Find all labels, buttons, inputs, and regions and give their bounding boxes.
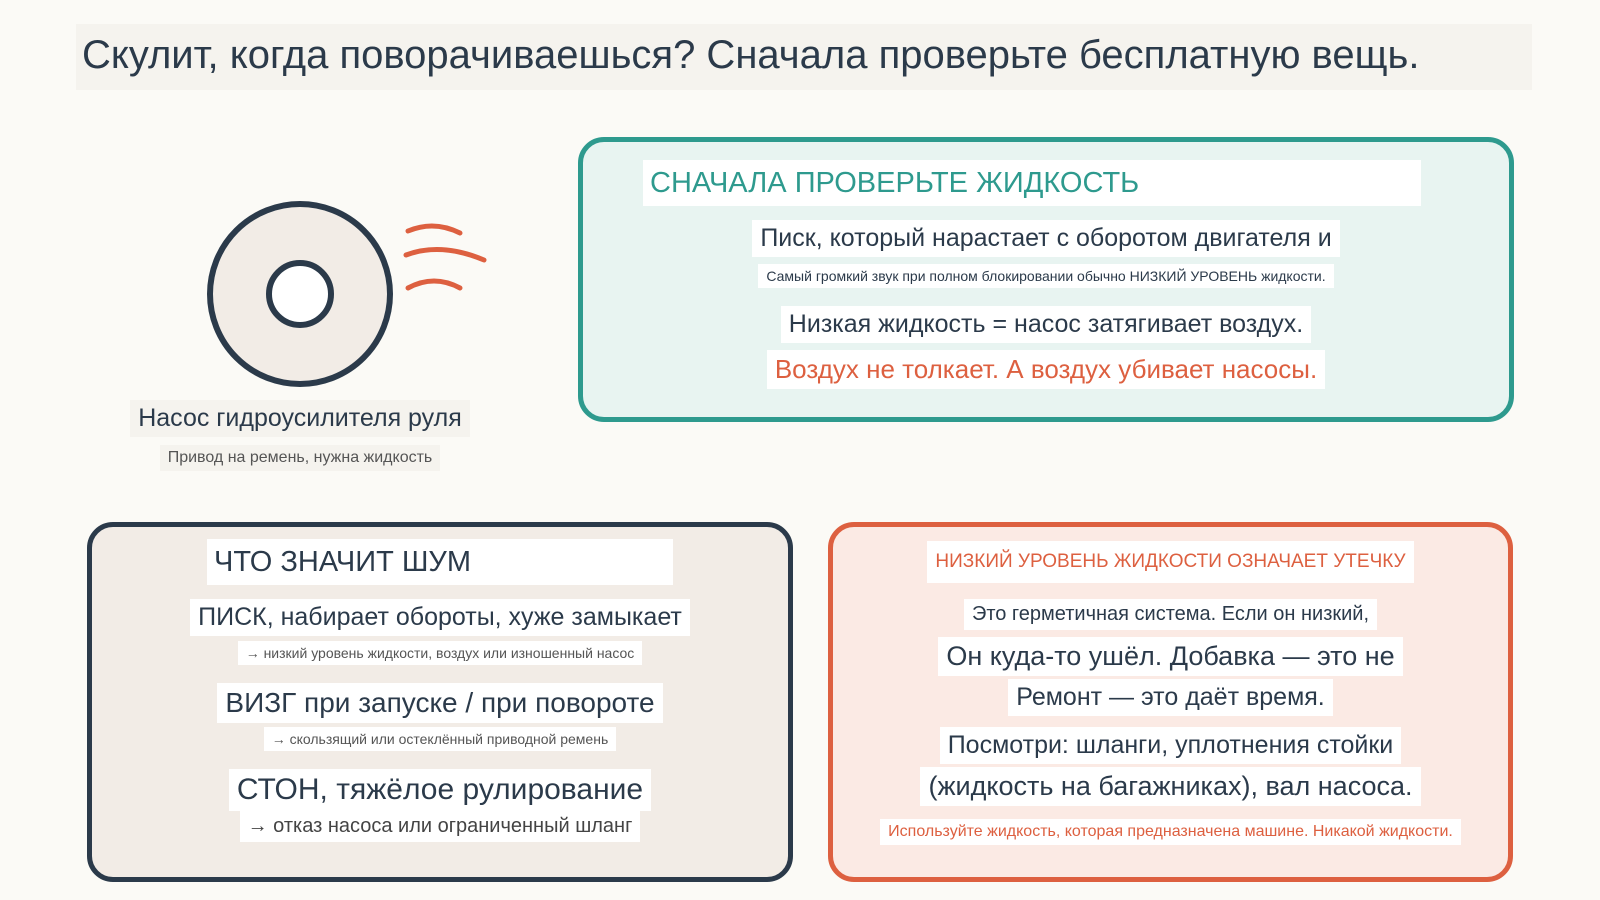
pump-hub [266, 260, 334, 328]
leak-line-5: (жидкость на багажниках), вал насоса. [920, 767, 1421, 806]
fluid-line-1: Писк, который нарастает с оборотом двига… [752, 220, 1340, 257]
sound-wave-icon [403, 247, 487, 263]
leak-line-4: Посмотри: шланги, уплотнения стойки [939, 727, 1402, 764]
noise-sound-1: ПИСК, набирает обороты, хуже замыкает [190, 599, 690, 636]
check-fluid-heading: СНАЧАЛА ПРОВЕРЬТЕ ЖИДКОСТЬ [650, 167, 1140, 199]
leak-line-1: Это герметичная система. Если он низкий, [963, 599, 1378, 630]
fluid-line-3: Низкая жидкость = насос затягивает возду… [780, 306, 1312, 343]
noise-meaning-card: ЧТО ЗНАЧИТ ШУМ ПИСК, набирает обороты, х… [87, 522, 793, 882]
fluid-line-2: Самый громкий звук при полном блокирован… [758, 264, 1334, 288]
noise-cause-2: → скользящий или остеклённый приводной р… [263, 727, 617, 751]
check-fluid-card: СНАЧАЛА ПРОВЕРЬТЕ ЖИДКОСТЬ Писк, который… [578, 137, 1514, 422]
noise-sound-3: СТОН, тяжёлое рулирование [228, 769, 652, 811]
leak-line-2: Он куда-то ушёл. Добавка — это не [938, 637, 1403, 676]
noise-heading: ЧТО ЗНАЧИТ ШУМ [214, 546, 471, 578]
fluid-line-4: Воздух не толкает. А воздух убивает насо… [766, 350, 1326, 389]
noise-sound-2: ВИЗГ при запуске / при повороте [217, 683, 663, 723]
leak-line-6: Используйте жидкость, которая предназнач… [880, 819, 1461, 845]
pump-subtitle: Привод на ремень, нужна жидкость [159, 445, 441, 471]
low-fluid-leak-card: НИЗКИЙ УРОВЕНЬ ЖИДКОСТИ ОЗНАЧАЕТ УТЕЧКУ … [828, 522, 1513, 882]
pump-label: Насос гидроусилителя руля Привод на реме… [120, 400, 480, 471]
noise-heading-bg: ЧТО ЗНАЧИТ ШУМ [207, 539, 673, 585]
noise-cause-1: → низкий уровень жидкости, воздух или из… [237, 641, 643, 665]
power-steering-pump-icon [207, 201, 487, 387]
check-fluid-heading-bg: СНАЧАЛА ПРОВЕРЬТЕ ЖИДКОСТЬ [643, 160, 1421, 206]
pump-name: Насос гидроусилителя руля [130, 400, 470, 437]
noise-cause-3: → отказ насоса или ограниченный шланг [239, 811, 641, 842]
leak-heading: НИЗКИЙ УРОВЕНЬ ЖИДКОСТИ ОЗНАЧАЕТ УТЕЧКУ [927, 541, 1414, 583]
sound-wave-icon [405, 278, 463, 291]
page-title: Скулит, когда поворачиваешься? Сначала п… [76, 24, 1532, 90]
sound-wave-icon [405, 223, 463, 236]
leak-line-3: Ремонт — это даёт время. [1008, 679, 1333, 716]
